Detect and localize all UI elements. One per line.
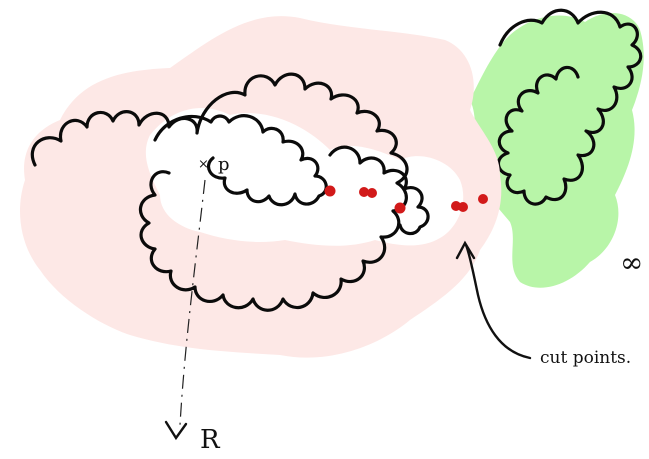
cut-points-label: cut points. — [540, 348, 631, 368]
inner-hole — [145, 107, 464, 246]
neck-loops — [328, 145, 430, 236]
inner-hole-outline — [153, 114, 328, 207]
infinite-component-outline — [496, 8, 643, 206]
cut-point — [478, 194, 488, 204]
cut-point — [359, 187, 369, 197]
cut-points-arrowhead — [455, 240, 476, 260]
ray-to-R — [179, 179, 206, 426]
cut-point — [394, 202, 406, 214]
infinity-label: ∞ — [620, 246, 643, 279]
infinite-component — [470, 8, 644, 288]
point-p-marker: × p — [198, 154, 230, 175]
point-p-label: p — [218, 154, 230, 175]
cut-points — [324, 185, 488, 214]
cut-points-arrow — [464, 243, 532, 360]
cut-point — [367, 188, 377, 198]
point-R-label: R — [200, 425, 221, 455]
ray-arrowhead — [164, 420, 188, 441]
main-region-outline — [30, 72, 409, 312]
cut-point — [458, 202, 468, 212]
cross-mark: × — [198, 157, 209, 172]
cut-point — [324, 185, 336, 197]
main-region — [20, 16, 502, 358]
infinite-component-fill — [470, 12, 644, 288]
